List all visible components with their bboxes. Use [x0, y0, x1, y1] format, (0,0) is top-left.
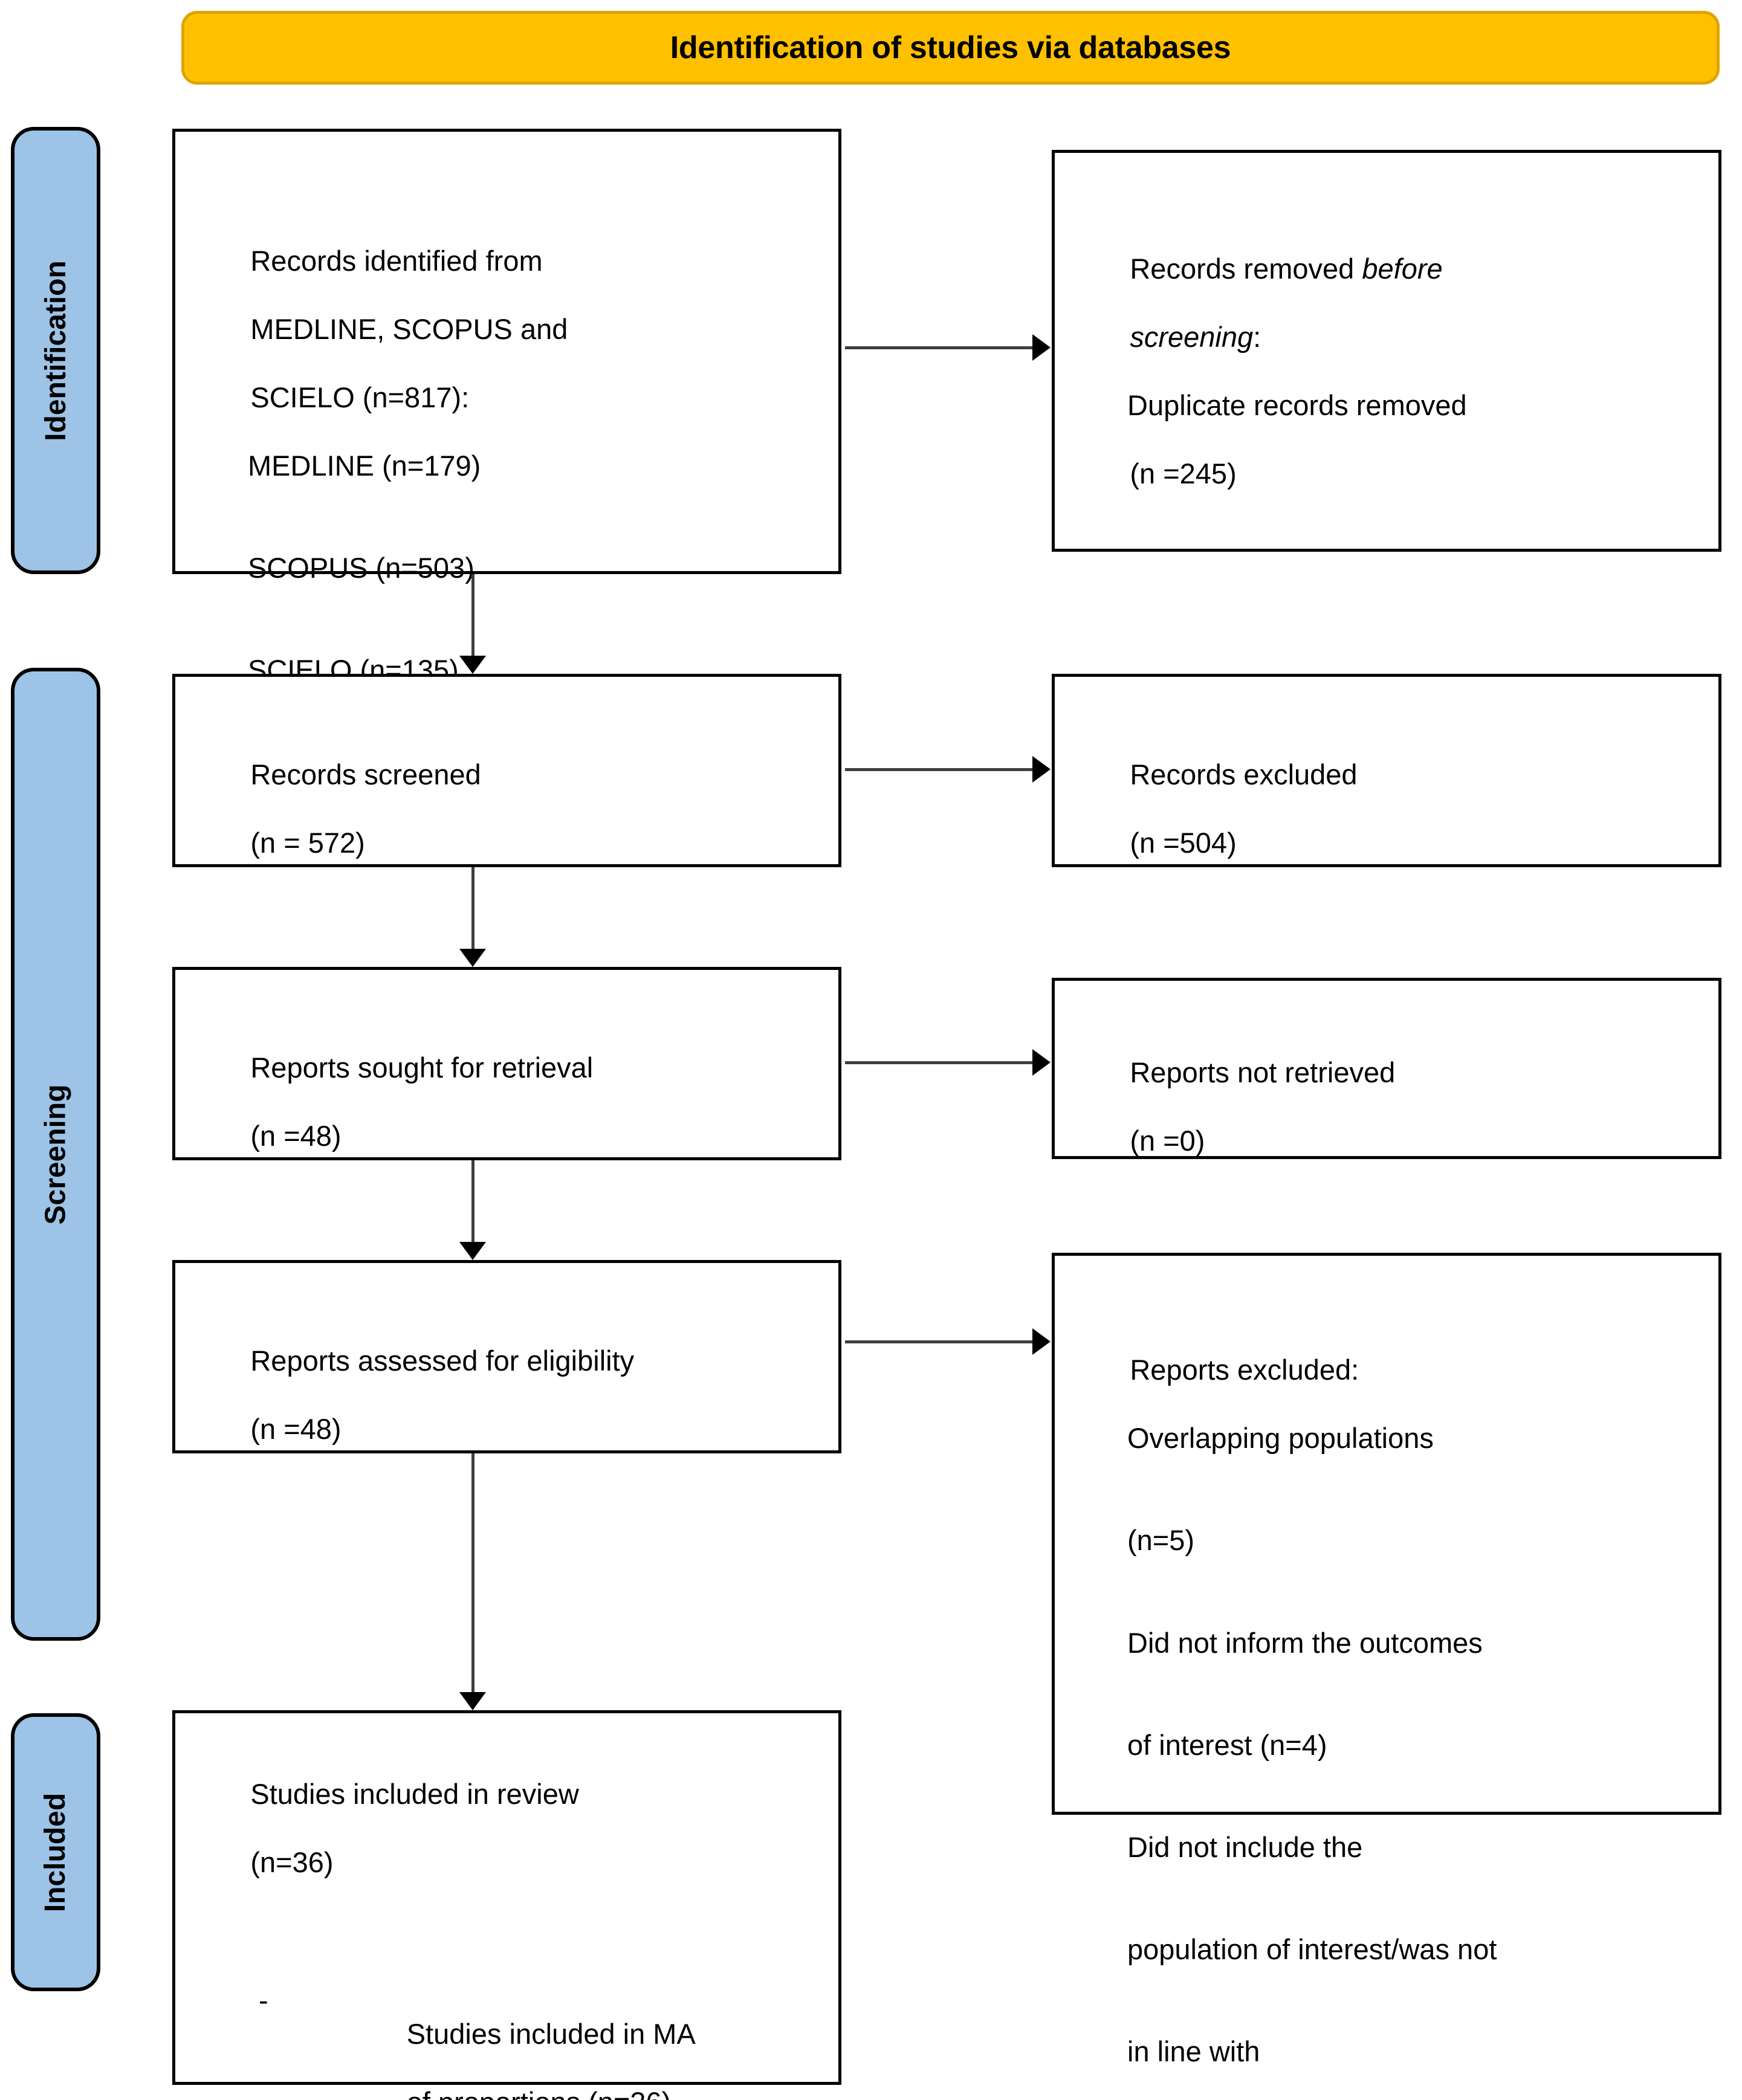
reports-sought-text: Reports sought for retrieval (n =48): [203, 1017, 824, 1187]
records-removed-duplicates: Duplicate records removed: [1127, 389, 1467, 421]
records-excluded-count: (n =504): [1130, 827, 1237, 859]
reports-excluded-reason3-line3: in line with: [1127, 2035, 1260, 2068]
arrow-head: [459, 656, 486, 674]
arrow-head: [1032, 1049, 1051, 1076]
arrow-head: [459, 949, 486, 967]
arrow-screened-to-excluded: [845, 756, 1051, 783]
reports-not-retrieved-line1: Reports not retrieved: [1130, 1056, 1396, 1089]
arrow-sought-to-not-retrieved: [845, 1049, 1051, 1076]
stage-included-text: Included: [39, 1792, 72, 1912]
arrow-head: [1032, 756, 1051, 783]
records-excluded-text: Records excluded (n =504): [1083, 724, 1704, 894]
reports-sought-line1: Reports sought for retrieval: [250, 1052, 594, 1084]
records-identified-scopus: SCOPUS (n=503): [248, 551, 474, 584]
arrow-head: [459, 1242, 486, 1260]
records-removed-count: (n =245): [1130, 457, 1237, 489]
records-removed-text: Records removed before screening: Duplic…: [1083, 218, 1704, 525]
bullet-marker: -: [259, 1983, 268, 2016]
reports-excluded-reason1-count: (n=5): [1127, 1524, 1195, 1557]
box-records-excluded: Records excluded (n =504): [1052, 674, 1721, 867]
arrow-shaft: [845, 1061, 1035, 1064]
diagram-header-banner: Identification of studies via databases: [181, 11, 1720, 85]
arrow-shaft: [471, 1160, 474, 1245]
bullet-proportions-line1: Studies included in MA: [406, 2018, 696, 2050]
box-records-screened: Records screened (n = 572): [172, 674, 841, 867]
arrow-head: [459, 1692, 486, 1710]
records-identified-medline: MEDLINE (n=179): [248, 449, 481, 482]
arrow-shaft: [471, 1453, 474, 1696]
stage-label-included: Included: [11, 1713, 100, 1991]
box-reports-sought: Reports sought for retrieval (n =48): [172, 967, 841, 1160]
arrow-screened-to-sought: [459, 867, 486, 967]
arrow-sought-to-assessed: [459, 1160, 486, 1260]
box-records-identified: Records identified from MEDLINE, SCOPUS …: [172, 129, 841, 686]
records-removed-lead: Records removed: [1130, 253, 1362, 285]
records-screened-count: (n = 572): [250, 827, 365, 859]
studies-included-text: Studies included in review (n=36) - Stud…: [203, 1743, 824, 2100]
arrow-shaft: [471, 867, 474, 952]
arrow-shaft: [471, 574, 474, 659]
records-removed-emphasis-before: before: [1362, 253, 1443, 285]
box-studies-included: Studies included in review (n=36) - Stud…: [172, 1710, 841, 2100]
arrow-identified-to-removed: [845, 334, 1051, 361]
arrow-assessed-to-reports-excluded: [845, 1328, 1051, 1355]
reports-sought-count: (n =48): [250, 1120, 342, 1152]
records-removed-emphasis-screening: screening: [1130, 321, 1254, 354]
stage-label-screening: Screening: [11, 668, 100, 1641]
stage-screening-text: Screening: [39, 1084, 72, 1225]
reports-excluded-reason2-line1: Did not inform the outcomes: [1127, 1626, 1483, 1659]
arrow-assessed-to-included: [459, 1453, 486, 1710]
studies-included-line1: Studies included in review: [250, 1778, 579, 1811]
arrow-identified-to-screened: [459, 574, 486, 674]
reports-excluded-reason3-line1: Did not include the: [1127, 1830, 1363, 1863]
arrow-shaft: [845, 1340, 1035, 1343]
studies-included-bullet-list: - Studies included in MA of proportions …: [203, 1914, 824, 2100]
box-reports-not-retrieved: Reports not retrieved (n =0): [1052, 978, 1721, 1159]
arrow-shaft: [845, 346, 1035, 349]
box-records-removed: Records removed before screening: Duplic…: [1052, 150, 1721, 552]
reports-excluded-text: Reports excluded: Overlapping population…: [1083, 1319, 1704, 2100]
records-identified-line1: Records identified from: [250, 245, 543, 277]
reports-assessed-count: (n =48): [250, 1413, 342, 1446]
list-item: - Studies included in MA of proportions …: [203, 1983, 824, 2100]
box-reports-excluded-reasons: Reports excluded: Overlapping population…: [1052, 1253, 1721, 2067]
reports-assessed-text: Reports assessed for eligibility (n =48): [203, 1310, 824, 1481]
records-removed-colon: :: [1253, 321, 1261, 354]
reports-excluded-title: Reports excluded:: [1130, 1354, 1359, 1386]
reports-excluded-reason3-line2: population of interest/was not: [1127, 1933, 1497, 1966]
reports-excluded-reason2-line2: of interest (n=4): [1127, 1728, 1327, 1761]
records-identified-line3: SCIELO (n=817):: [250, 381, 470, 413]
reports-not-retrieved-text: Reports not retrieved (n =0): [1083, 1022, 1704, 1192]
records-excluded-line1: Records excluded: [1130, 758, 1358, 791]
arrow-head: [1032, 334, 1051, 361]
records-identified-line2: MEDLINE, SCOPUS and: [250, 313, 568, 346]
arrow-shaft: [845, 768, 1035, 771]
stage-identification-text: Identification: [39, 260, 72, 441]
studies-included-count: (n=36): [250, 1846, 334, 1879]
bullet-proportions-line2: of proportions (n=36): [407, 2086, 672, 2100]
reports-assessed-line1: Reports assessed for eligibility: [250, 1345, 635, 1377]
reports-not-retrieved-count: (n =0): [1130, 1125, 1205, 1157]
arrow-head: [1032, 1328, 1051, 1355]
page-title: Identification of studies via databases: [670, 30, 1231, 65]
records-screened-text: Records screened (n = 572): [203, 724, 824, 894]
stage-label-identification: Identification: [11, 127, 100, 574]
records-screened-line1: Records screened: [250, 758, 481, 791]
reports-excluded-reason1: Overlapping populations: [1127, 1422, 1434, 1455]
bullet-proportions: Studies included in MA of proportions (n…: [312, 1983, 824, 2100]
box-reports-assessed: Reports assessed for eligibility (n =48): [172, 1260, 841, 1453]
